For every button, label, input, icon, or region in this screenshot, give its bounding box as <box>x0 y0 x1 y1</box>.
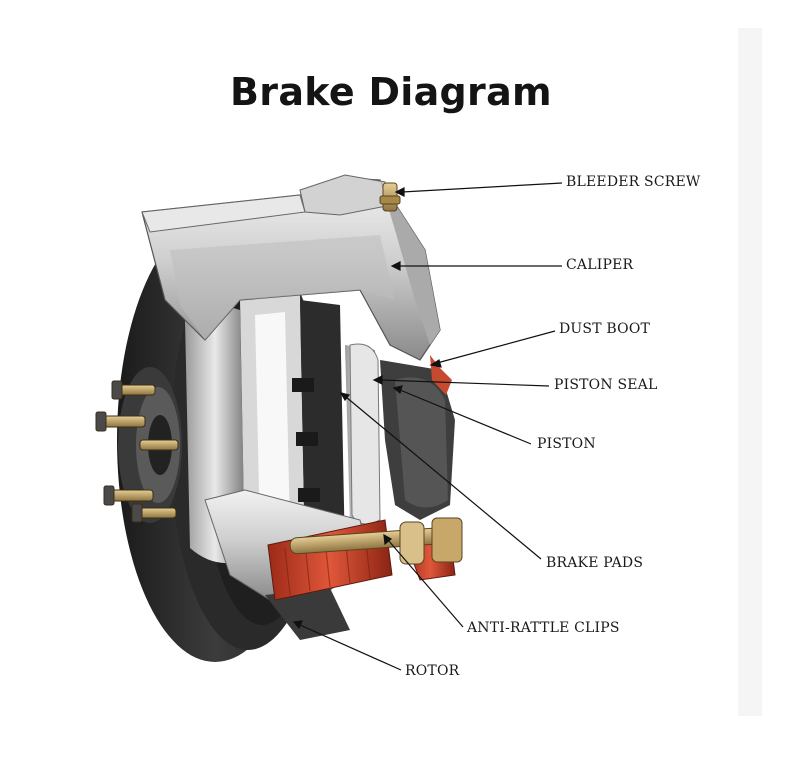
label-caliper: CALIPER <box>566 257 634 273</box>
side-strip <box>738 28 762 716</box>
label-piston-seal: PISTON SEAL <box>554 377 658 393</box>
leader-lines <box>292 182 563 671</box>
caliper-body <box>141 174 441 361</box>
page-title: Brake Diagram <box>230 70 552 114</box>
label-bleeder-screw: BLEEDER SCREW <box>566 174 701 190</box>
label-brake-pads: BRAKE PADS <box>546 555 644 571</box>
label-anti-rattle-clips: ANTI-RATTLE CLIPS <box>467 620 620 636</box>
bleeder-screw <box>379 182 401 212</box>
piston-housing <box>349 343 455 525</box>
label-dust-boot: DUST BOOT <box>559 321 651 337</box>
guide-pin <box>289 517 463 565</box>
label-piston: PISTON <box>537 436 596 452</box>
label-rotor: ROTOR <box>405 663 460 679</box>
lug-bolts <box>95 380 179 523</box>
